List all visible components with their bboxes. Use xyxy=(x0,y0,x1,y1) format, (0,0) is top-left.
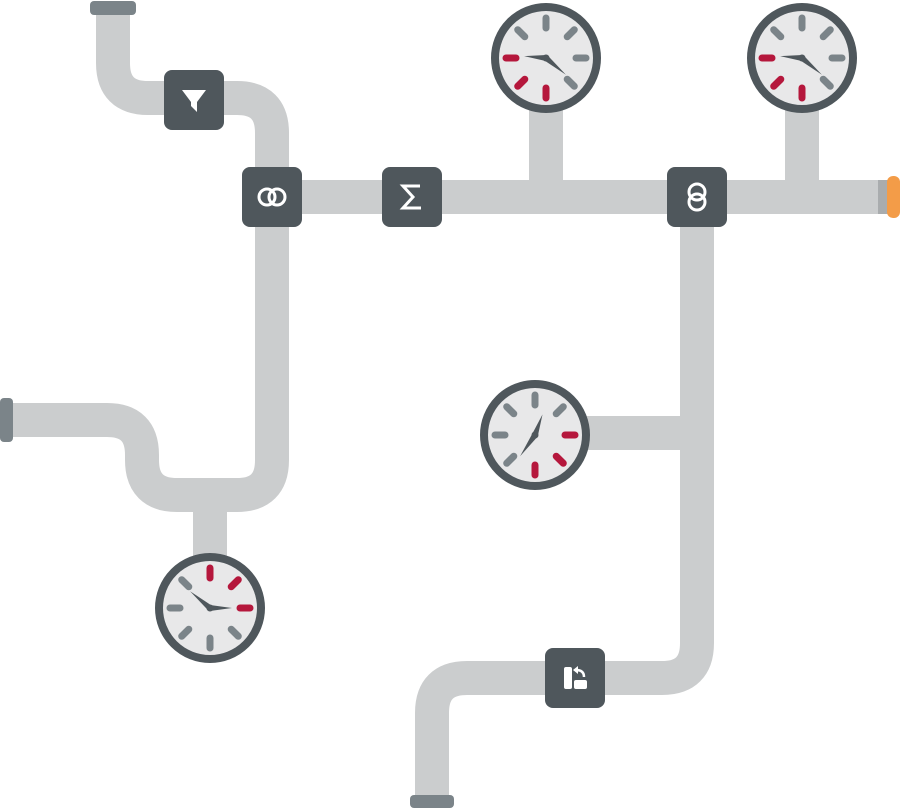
gauge-tick-alert xyxy=(514,75,529,90)
gauge-pivot xyxy=(531,431,539,439)
gauge-top-2 xyxy=(747,3,857,113)
venn-intersect-icon xyxy=(257,187,287,207)
gauge-hand xyxy=(544,55,566,75)
gauge-hand xyxy=(800,55,822,75)
gauge-pivot xyxy=(798,54,806,62)
gauge-pivot xyxy=(542,54,550,62)
gauge-hand xyxy=(780,55,803,61)
gauge-top-1 xyxy=(491,3,601,113)
pipe-outlet-cap xyxy=(887,176,900,218)
sigma-icon xyxy=(399,184,421,210)
join-node[interactable] xyxy=(242,167,302,227)
gauge-hand xyxy=(524,55,547,61)
pipe-cap-top xyxy=(90,1,136,15)
pipe-inlet-top xyxy=(8,10,289,512)
union-node[interactable] xyxy=(667,167,727,227)
gauge-tick xyxy=(563,26,578,41)
gauge-tick-alert xyxy=(227,576,242,591)
stacked-rings-icon xyxy=(687,182,707,212)
gauge-hand xyxy=(190,591,212,611)
gauge-tick xyxy=(514,26,529,41)
transform-node[interactable] xyxy=(545,648,605,708)
gauge-hand xyxy=(532,414,543,437)
rotate-layout-icon xyxy=(564,666,587,689)
gauge-bottom xyxy=(155,553,265,663)
gauge-tick xyxy=(819,26,834,41)
gauge-tick xyxy=(770,26,785,41)
nodes xyxy=(164,70,727,708)
filter-node[interactable] xyxy=(164,70,224,130)
gauge-hand xyxy=(210,605,232,611)
pipe-cap-left xyxy=(0,398,13,442)
gauges xyxy=(155,3,857,663)
gauge-middle xyxy=(480,380,590,490)
gauge-tick-alert xyxy=(552,452,567,467)
transform-node-box xyxy=(545,648,605,708)
gauge-hand xyxy=(520,433,538,457)
gauge-pivot xyxy=(206,604,214,612)
gauge-tick xyxy=(503,452,518,467)
gauge-tick xyxy=(819,75,834,90)
gauge-tick xyxy=(552,403,567,418)
gauge-tick xyxy=(503,403,518,418)
gauge-tick xyxy=(563,75,578,90)
gauge-tick xyxy=(227,625,242,640)
aggregate-node[interactable] xyxy=(382,167,442,227)
gauge-tick xyxy=(178,625,193,640)
union-node-box xyxy=(667,167,727,227)
pipe-collar-right xyxy=(878,180,888,214)
pipe-cap-bottom xyxy=(410,795,454,808)
gauge-tick-alert xyxy=(770,75,785,90)
join-node-box xyxy=(242,167,302,227)
gauge-tick xyxy=(178,576,193,591)
funnel-icon xyxy=(182,90,206,112)
pipes xyxy=(8,10,885,798)
